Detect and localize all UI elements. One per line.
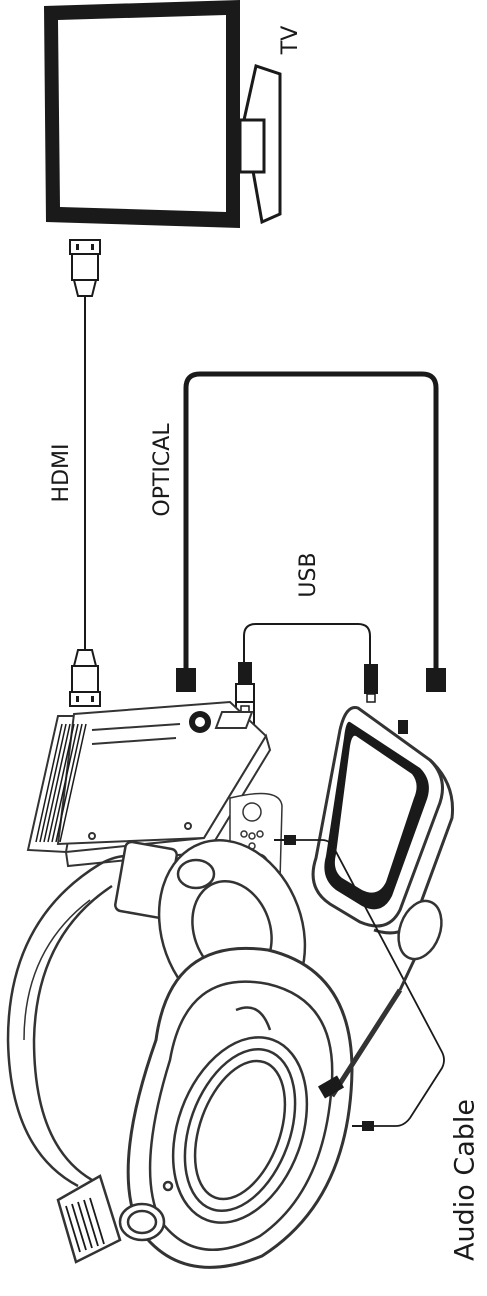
headset-vent-lines [65,1197,105,1253]
audio-cable [274,835,445,1131]
base-station-illustration [311,705,455,935]
console-vent-grille [35,723,87,843]
audio-cable-label: Audio Cable [450,1099,481,1261]
headset-illustration [6,839,443,1269]
hdmi-cable [69,239,101,707]
tv-illustration [44,0,282,228]
optical-cable [176,371,446,692]
usb-label: USB [296,552,321,597]
tv-label: TV [278,26,303,56]
hdmi-label: HDMI [49,444,74,503]
game-console-illustration [26,700,272,868]
optical-label: OPTICAL [150,423,175,517]
